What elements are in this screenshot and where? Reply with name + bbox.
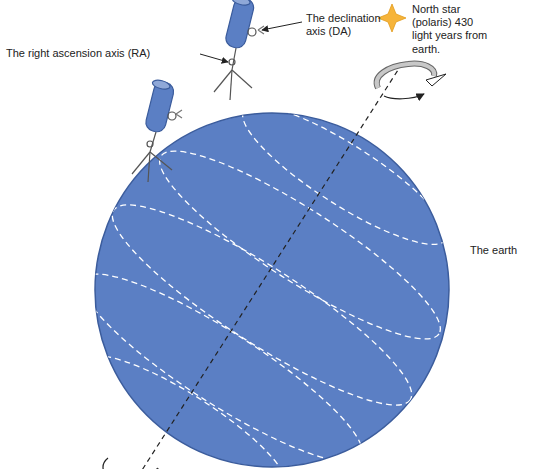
telescope-lower	[132, 79, 182, 182]
axis-label: The right ascension axis (RA)	[6, 47, 198, 60]
earth-label: The earth	[470, 244, 540, 257]
latitude-bands	[64, 85, 463, 469]
earth-globe	[95, 113, 449, 467]
rotation-arrow-bottom	[103, 458, 158, 469]
rotation-axis	[128, 70, 398, 469]
north-star	[378, 4, 406, 32]
telescope-upper	[214, 0, 264, 100]
leader-arrow	[200, 54, 228, 62]
rotation-arrow-top	[377, 64, 446, 99]
leader-arrow	[262, 22, 302, 30]
axis-label: The declination axis (DA)	[306, 12, 396, 38]
star-label: North star (polaris) 430 light years fro…	[412, 3, 496, 56]
